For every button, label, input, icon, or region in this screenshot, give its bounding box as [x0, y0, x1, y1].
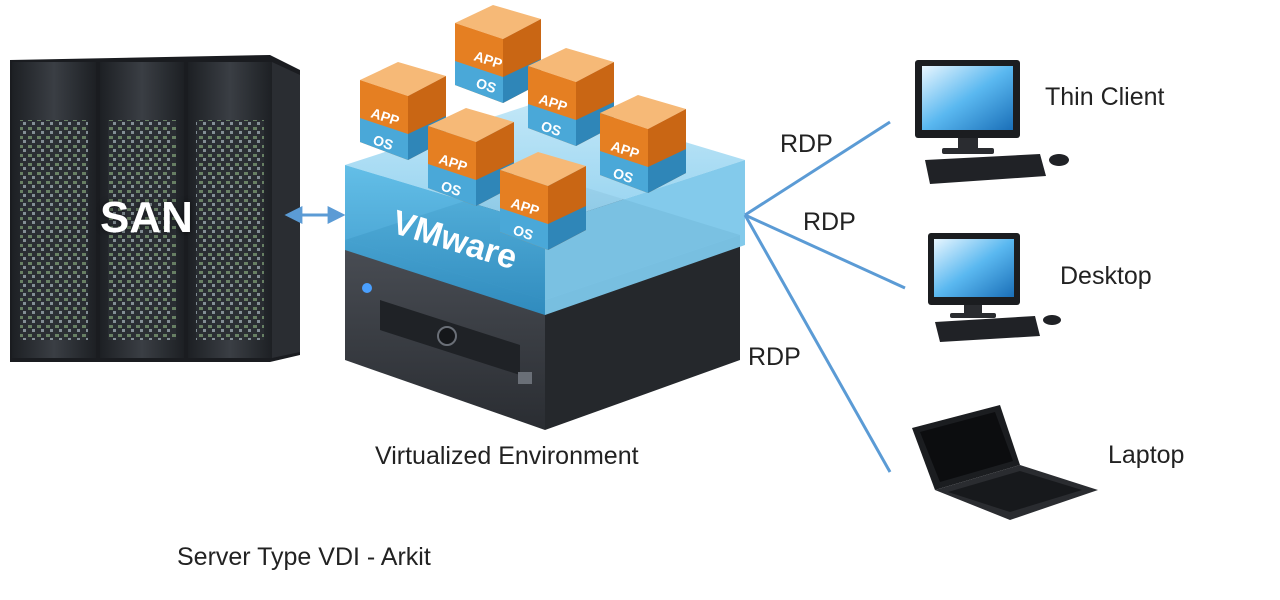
rdp-line-desktop: [744, 213, 906, 290]
vm-box: APP OS: [455, 5, 541, 103]
vm-box: APP OS: [428, 108, 514, 206]
vm-os-label: OS: [539, 118, 563, 139]
vm-os-label: OS: [474, 75, 498, 96]
desktop-label: Desktop: [1060, 262, 1152, 290]
thin-client-label: Thin Client: [1045, 83, 1165, 111]
laptop-computer-icon: [912, 405, 1098, 520]
san-storage-rack: [10, 55, 300, 362]
vm-box: APP OS: [528, 48, 614, 146]
thin-client-computer-icon: [915, 60, 1069, 184]
footer-caption: Server Type VDI - Arkit: [177, 543, 431, 571]
rdp-label-laptop: RDP: [748, 343, 801, 371]
laptop-label: Laptop: [1108, 441, 1185, 469]
virtualized-environment-caption: Virtualized Environment: [375, 442, 639, 470]
vm-os-label: OS: [439, 178, 463, 199]
vm-os-label: OS: [511, 222, 535, 243]
desktop-computer-icon: [928, 233, 1061, 342]
vm-box: APP OS: [500, 152, 586, 250]
vm-box: APP OS: [360, 62, 446, 160]
rdp-line-thin-client: [744, 120, 891, 217]
vm-os-label: OS: [371, 132, 395, 153]
rdp-label-desktop: RDP: [803, 208, 856, 236]
san-label: SAN: [100, 193, 193, 242]
vm-os-label: OS: [611, 165, 635, 186]
rdp-label-thin-client: RDP: [780, 130, 833, 158]
vm-box: APP OS: [600, 95, 686, 193]
rdp-line-laptop: [743, 214, 892, 473]
